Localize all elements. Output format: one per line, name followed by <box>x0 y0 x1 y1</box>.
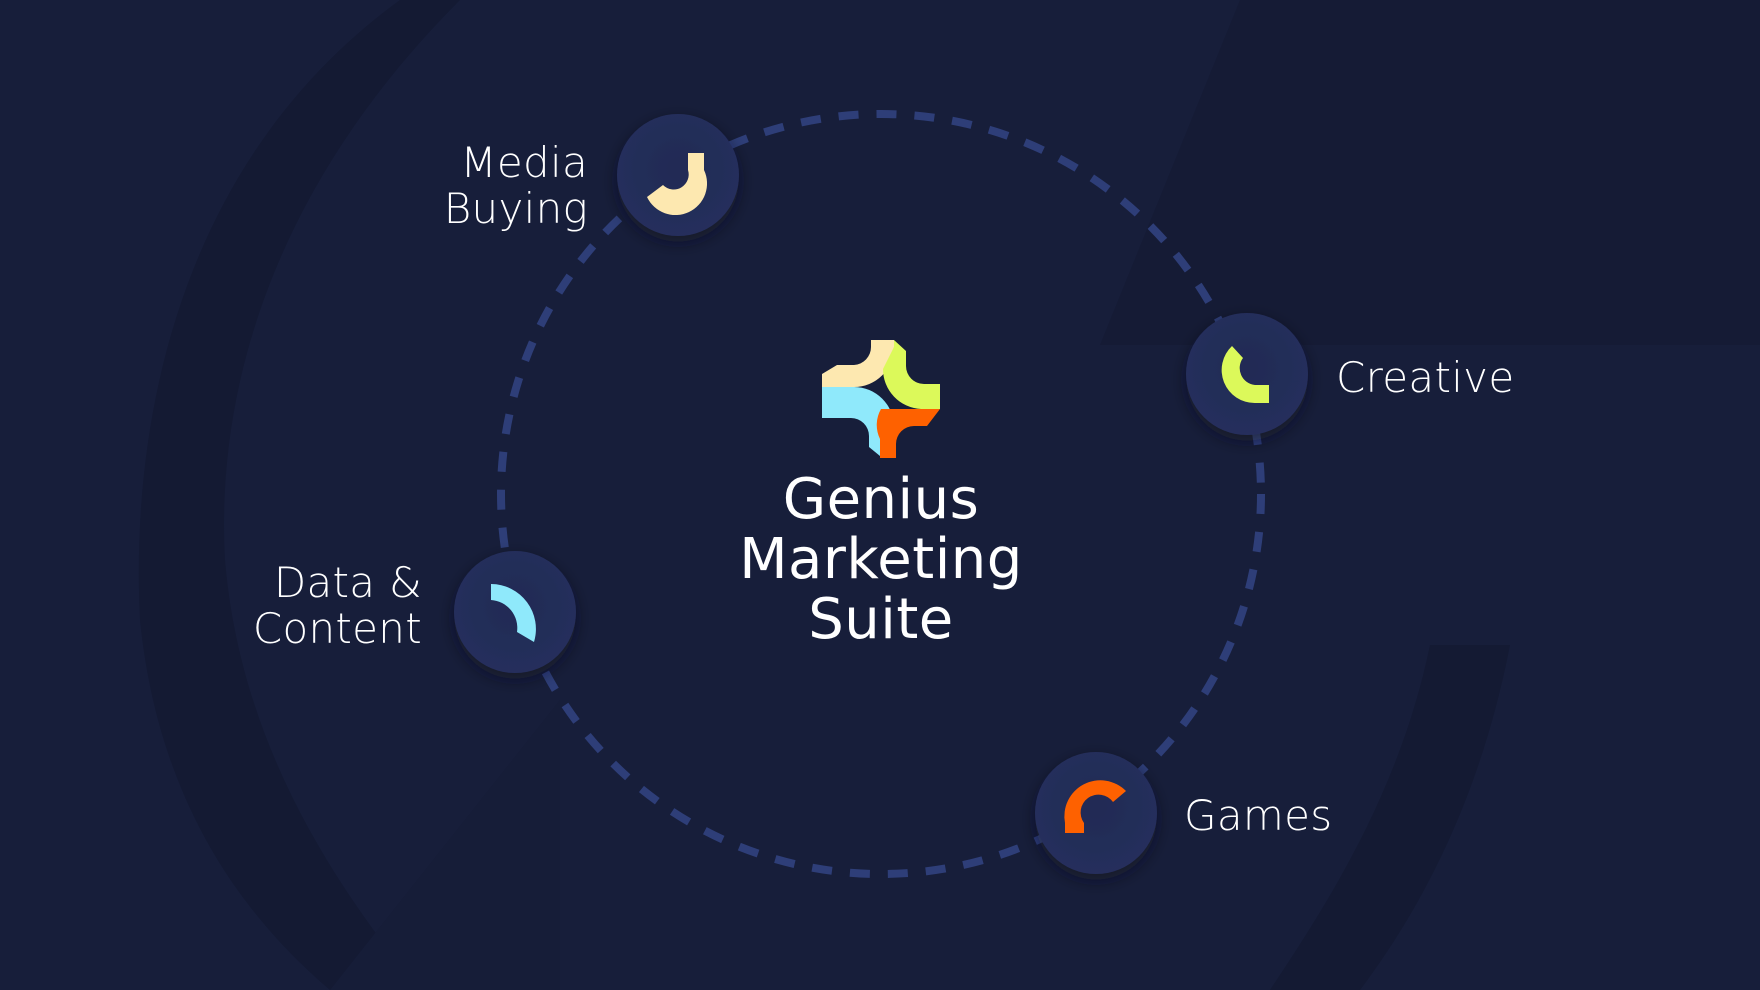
node-data-content[interactable] <box>454 551 576 673</box>
genius-sports-logo <box>822 340 940 458</box>
label-games: Games <box>1184 791 1333 840</box>
title-line-3: Suite <box>808 587 954 652</box>
label-media-buying: Media Buying <box>443 138 588 233</box>
label-creative: Creative <box>1336 353 1515 402</box>
background-arc-left <box>138 0 460 990</box>
node-circle <box>1186 313 1308 435</box>
node-creative[interactable] <box>1186 313 1308 435</box>
label-data-content: Data & Content <box>252 558 422 653</box>
background-wedge <box>330 700 560 990</box>
logo-arc-orange <box>876 409 940 458</box>
arc-cyan-icon <box>491 584 536 642</box>
node-circle <box>617 114 739 236</box>
background-arc-right <box>1270 645 1510 990</box>
arc-lime-icon <box>1221 346 1269 404</box>
arc-orange-icon <box>1064 780 1126 833</box>
logo-arc-cyan <box>822 387 894 456</box>
suite-title: Genius Marketing Suite <box>681 470 1081 650</box>
arc-cream-icon <box>647 153 708 216</box>
dashed-orbit-ring <box>497 110 1265 878</box>
node-media-buying[interactable] <box>617 114 739 236</box>
node-circle <box>1035 752 1157 874</box>
background-band-right <box>1100 0 1760 345</box>
title-line-2: Marketing <box>739 527 1023 592</box>
logo-arc-lime <box>882 340 940 409</box>
logo-arc-cream <box>822 340 894 387</box>
node-games[interactable] <box>1035 752 1157 874</box>
title-line-1: Genius <box>782 467 980 532</box>
